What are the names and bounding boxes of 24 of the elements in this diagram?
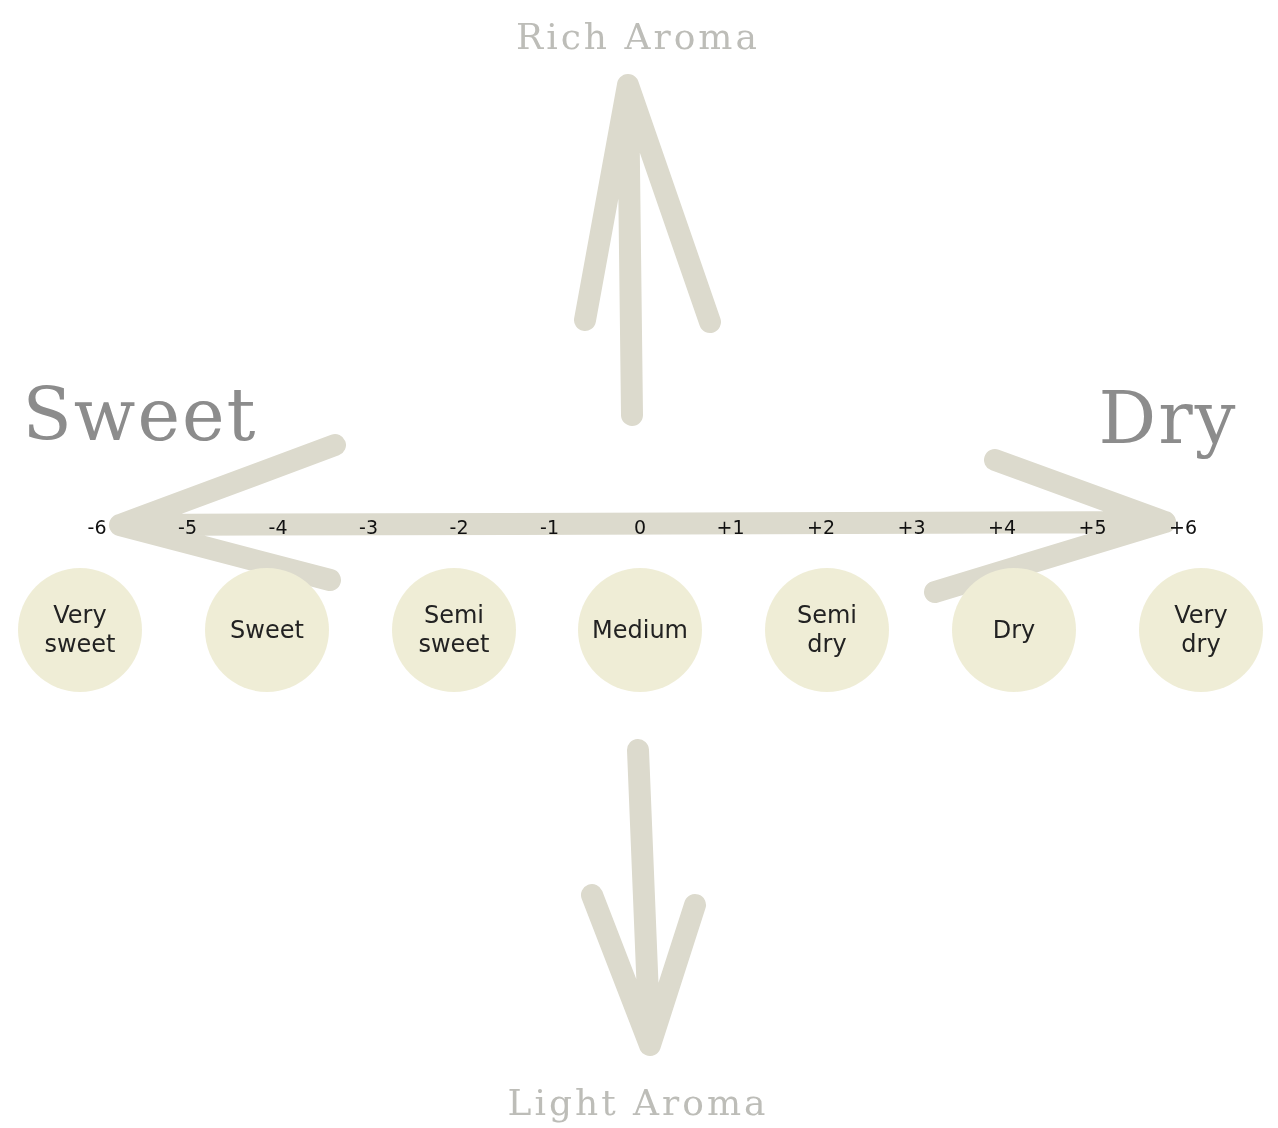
tick-label: -5 bbox=[178, 516, 197, 538]
sweetness-circle: Semi sweet bbox=[392, 568, 516, 692]
tick-label: -2 bbox=[449, 516, 469, 538]
tick-label: 0 bbox=[633, 516, 647, 538]
tick-label: +4 bbox=[988, 516, 1016, 538]
tick-label: +5 bbox=[1078, 516, 1107, 538]
sweetness-circle: Sweet bbox=[205, 568, 329, 692]
axis-title: Rich Aroma bbox=[516, 15, 760, 57]
sweetness-circle: Dry bbox=[952, 568, 1076, 692]
axis-title: Dry bbox=[1098, 376, 1238, 460]
sweetness-circle: Very sweet bbox=[18, 568, 142, 692]
sweetness-circle: Medium bbox=[578, 568, 702, 692]
tick-label: +3 bbox=[897, 516, 926, 538]
tick-label: -4 bbox=[268, 516, 288, 538]
tick-label: -3 bbox=[359, 516, 378, 538]
tick-label: -6 bbox=[87, 516, 107, 538]
sweetness-circle: Semi dry bbox=[765, 568, 889, 692]
axis-title: Sweet bbox=[22, 373, 258, 457]
tick-label: +2 bbox=[807, 516, 835, 538]
sweetness-circle: Very dry bbox=[1139, 568, 1263, 692]
tick-label: -1 bbox=[540, 516, 559, 538]
tick-label: +6 bbox=[1169, 516, 1197, 538]
axis-title: Light Aroma bbox=[507, 1081, 769, 1123]
tick-label: +1 bbox=[716, 516, 745, 538]
